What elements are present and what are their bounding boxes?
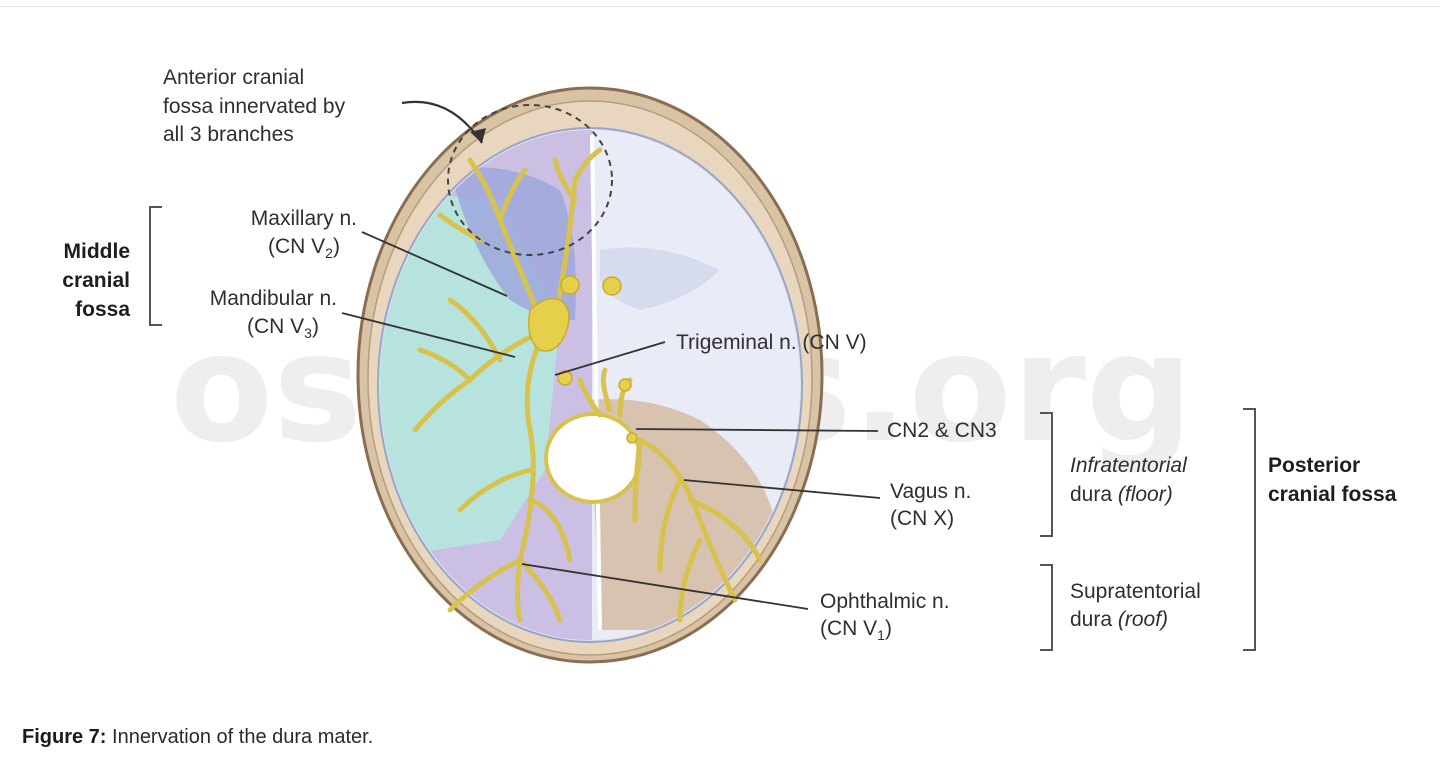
infratentorial-line2: dura (floor) xyxy=(1070,483,1173,506)
middle-fossa-line3: fossa xyxy=(75,298,130,321)
infratentorial-floor: (floor) xyxy=(1118,483,1173,506)
trigeminal-label: Trigeminal n. (CN V) xyxy=(676,331,867,354)
nerve-branches xyxy=(412,147,763,623)
ophthalmic-sub: 1 xyxy=(877,627,885,643)
ophthalmic-label-line1: Ophthalmic n. xyxy=(820,590,950,613)
diagram-labels: Anterior cranial fossa innervated by all… xyxy=(62,66,1396,643)
leader-lines xyxy=(341,231,881,610)
posterior-fossa-line2: cranial fossa xyxy=(1268,483,1397,506)
infratentorial-line1: Infratentorial xyxy=(1070,454,1188,477)
supratentorial-roof: (roof) xyxy=(1118,608,1168,631)
ophthalmic-cn: (CN V xyxy=(820,617,877,640)
supratentorial-line1: Supratentorial xyxy=(1070,580,1201,603)
mandibular-cn: (CN V xyxy=(247,315,304,338)
anterior-label-line1: Anterior cranial xyxy=(163,66,304,89)
mandibular-label-line1: Mandibular n. xyxy=(210,287,337,310)
vagus-label-line2: (CN X) xyxy=(890,507,954,530)
anterior-fossa-circle xyxy=(447,104,613,256)
posterior-fossa-line1: Posterior xyxy=(1268,454,1360,477)
ophthalmic-close: ) xyxy=(885,617,892,640)
anterior-label-line2: fossa innervated by xyxy=(163,95,346,118)
right-middle-fossa xyxy=(600,247,720,310)
top-divider xyxy=(0,6,1440,7)
mandibular-sub: 3 xyxy=(304,325,312,341)
infratentorial-dura: dura xyxy=(1070,483,1112,506)
vagus-label-line1: Vagus n. xyxy=(890,480,971,503)
foramen-magnum xyxy=(544,412,642,504)
caption-prefix: Figure 7: xyxy=(22,726,107,748)
supratentorial-dura: dura xyxy=(1070,608,1112,631)
dura-innervation-diagram: osmosis.org xyxy=(62,66,1397,664)
anterior-arrowhead xyxy=(470,128,486,143)
figure-caption: Figure 7: Innervation of the dura mater. xyxy=(22,726,373,749)
maxillary-label-line2: (CN V2) xyxy=(268,235,340,261)
brackets xyxy=(149,206,1256,651)
falx-midline xyxy=(590,134,602,631)
middle-fossa-line1: Middle xyxy=(64,240,131,263)
trigeminal-ganglion xyxy=(528,275,638,444)
anterior-label-line3: all 3 branches xyxy=(163,123,294,146)
ophthalmic-label-line2: (CN V1) xyxy=(820,617,892,643)
mandibular-close: ) xyxy=(312,315,319,338)
maxillary-label-line1: Maxillary n. xyxy=(251,207,357,230)
caption-text: Innervation of the dura mater. xyxy=(106,726,374,748)
maxillary-close: ) xyxy=(333,235,340,258)
supratentorial-line2: dura (roof) xyxy=(1070,608,1168,631)
mandibular-label-line2: (CN V3) xyxy=(247,315,319,341)
middle-fossa-line2: cranial xyxy=(62,269,130,292)
maxillary-cn: (CN V xyxy=(268,235,325,258)
anterior-fossa-blue xyxy=(450,167,576,320)
maxillary-sub: 2 xyxy=(325,245,333,261)
cn23-label: CN2 & CN3 xyxy=(887,419,997,442)
